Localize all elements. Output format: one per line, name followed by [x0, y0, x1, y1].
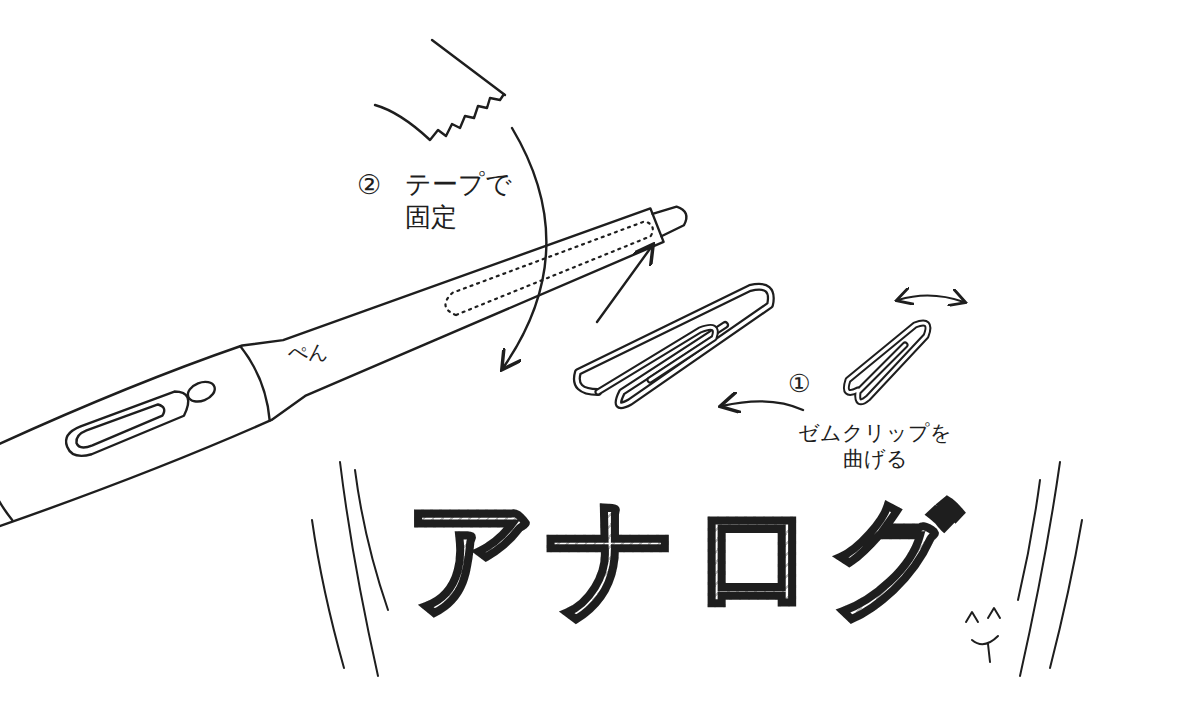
callout-number: ②: [357, 168, 381, 202]
bent-paperclip: [577, 287, 771, 406]
part-name: ぺん: [288, 340, 328, 365]
wrap-arrow: [503, 128, 546, 368]
bend-arrow: [898, 295, 964, 302]
step-note: ゼムクリップを 曲げる: [790, 420, 960, 473]
callout-number: ①: [788, 368, 810, 399]
speed-lines: [312, 462, 1082, 676]
step-arrow: [722, 401, 803, 410]
pen-drawing: [0, 175, 701, 540]
headline: アナログ: [405, 492, 969, 622]
step-note: テープで 固定: [405, 168, 517, 233]
paperclip: [846, 323, 928, 402]
leader-line: [597, 246, 652, 322]
tape-piece: [375, 40, 505, 140]
smiley-face: [966, 608, 1000, 662]
